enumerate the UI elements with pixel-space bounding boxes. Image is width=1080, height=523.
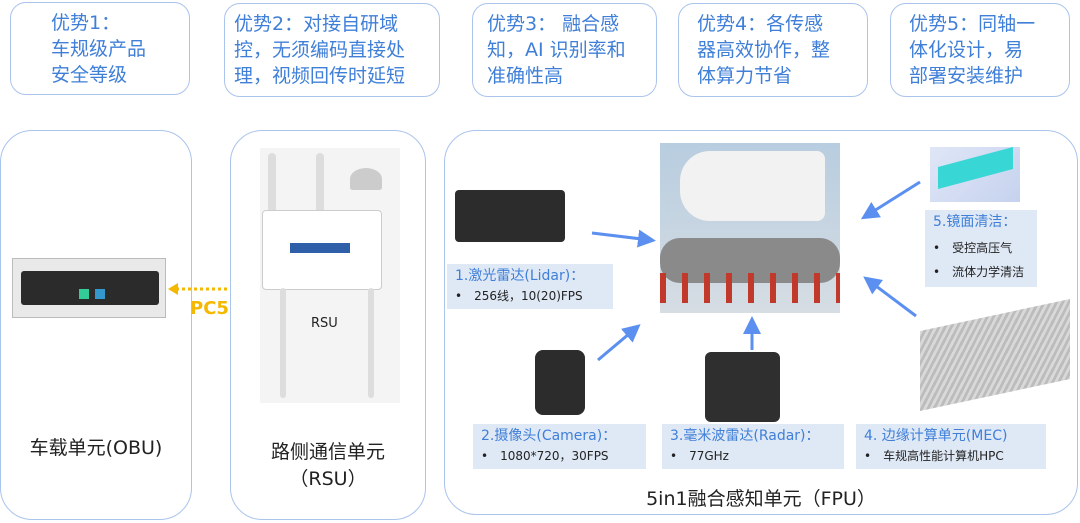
advantage-line: 优势4：各传感 [697,13,824,35]
camera-spec: 1080*720，30FPS [481,446,638,466]
obu-panel [0,130,192,520]
mirror-cleaning-spec: 流体力学清洁 [933,260,1029,284]
advantage-line: 知，AI 识别率和 [487,39,626,61]
fpu-title: 5in1融合感知单元（FPU） [646,488,876,510]
rsu-device-label: RSU [311,316,338,331]
rsu-title-line1: 路侧通信单元 [270,441,385,463]
rsu-title-line2: （RSU） [289,468,367,490]
advantage-4: 优势4：各传感 器高效协作，整 体算力节省 [678,3,868,97]
advantage-line: 准确性高 [487,65,564,87]
lidar-heading: 1.激光雷达(Lidar)： [455,268,585,284]
mirror-cleaning-image [930,146,1020,202]
lidar-image [455,190,565,242]
fpu-installed-photo [660,143,840,313]
advantage-line: 优势2：对接自研域 [234,13,399,35]
advantage-2: 优势2：对接自研域 控，无须编码直接处 理，视频回传时延短 [224,3,440,97]
advantage-line: 理，视频回传时延短 [234,65,406,87]
advantage-line: 优势3： 融合感 [487,13,620,35]
obu-device-image [12,258,166,318]
camera-label: 2.摄像头(Camera)： 1080*720，30FPS [473,424,646,469]
advantage-3: 优势3： 融合感 知，AI 识别率和 准确性高 [472,3,657,97]
advantage-line: 器高效协作，整 [697,39,831,61]
radar-heading: 3.毫米波雷达(Radar)： [670,428,820,444]
obu-title: 车载单元(OBU) [29,437,163,459]
camera-image [535,350,585,415]
advantage-line: 优势5：同轴一 [909,13,1036,35]
advantage-line: 车规级产品 [51,37,147,60]
mec-heading: 4. 边缘计算单元(MEC) [864,428,1008,444]
mirror-cleaning-spec: 受控高压气 [933,236,1029,260]
advantage-line: 控，无须编码直接处 [234,39,406,61]
camera-heading: 2.摄像头(Camera)： [481,428,617,444]
radar-spec: 77GHz [670,446,836,466]
advantage-line: 部署安装维护 [909,65,1024,87]
advantage-line: 体算力节省 [697,65,793,87]
mirror-cleaning-heading: 5.镜面清洁： [933,214,1017,230]
lidar-label: 1.激光雷达(Lidar)： 256线，10(20)FPS [447,264,613,309]
radar-image [705,352,780,422]
mec-label: 4. 边缘计算单元(MEC) 车规高性能计算机HPC [856,424,1046,469]
rsu-device-image [260,148,400,403]
mirror-cleaning-label: 5.镜面清洁： 受控高压气 流体力学清洁 [925,210,1037,287]
pc5-label: PC5 [190,298,229,319]
advantage-1: 优势1： 车规级产品 安全等级 [10,2,190,95]
advantage-line: 优势1： [51,11,121,34]
lidar-spec: 256线，10(20)FPS [455,286,605,306]
advantage-line: 安全等级 [51,63,128,86]
radar-label: 3.毫米波雷达(Radar)： 77GHz [662,424,844,469]
advantage-5: 优势5：同轴一 体化设计，易 部署安装维护 [890,3,1070,97]
advantage-line: 体化设计，易 [909,39,1024,61]
mec-spec: 车规高性能计算机HPC [864,446,1038,466]
